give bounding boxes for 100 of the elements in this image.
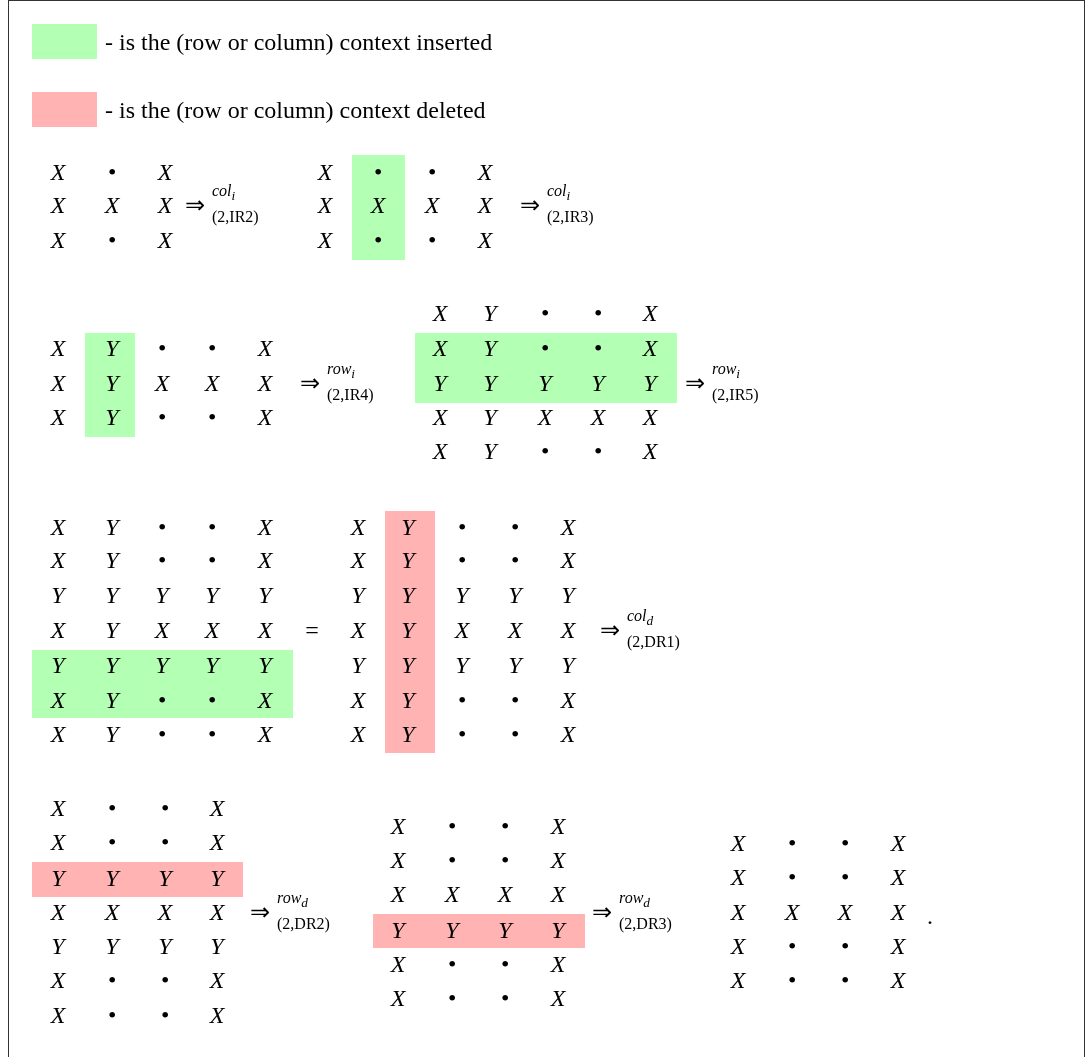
matrix-entry: •	[427, 160, 437, 184]
matrix-entry: •	[207, 515, 217, 539]
matrix-entry: X	[432, 336, 448, 360]
matrix-entry: Y	[433, 371, 447, 395]
matrix-entry: X	[390, 814, 406, 838]
matrix-entry: X	[424, 193, 440, 217]
matrix-entry: •	[107, 796, 117, 820]
matrix-entry: Y	[508, 583, 522, 607]
rule-subscript: (2,IR5)	[712, 387, 759, 403]
rule-subscript: (2,DR1)	[627, 634, 680, 650]
matrix-entry: •	[207, 336, 217, 360]
matrix-entry: •	[840, 968, 850, 992]
matrix-entry: •	[207, 405, 217, 429]
rule-superscript: col$_{i}$	[547, 183, 571, 203]
matrix-entry: Y	[155, 583, 169, 607]
matrix-entry: X	[444, 882, 460, 906]
matrix-entry: Y	[210, 866, 224, 890]
matrix-entry: •	[427, 228, 437, 252]
rule-superscript: row$_{d}$	[619, 890, 650, 910]
matrix-entry: X	[257, 336, 273, 360]
matrix-entry: Y	[105, 866, 119, 890]
matrix-entry: •	[373, 228, 383, 252]
matrix-entry: X	[784, 900, 800, 924]
matrix-entry: Y	[258, 583, 272, 607]
matrix-entry: •	[207, 548, 217, 572]
matrix-entry: X	[157, 900, 173, 924]
matrix-entry: •	[840, 831, 850, 855]
matrix-entry: Y	[508, 653, 522, 677]
matrix-entry: Y	[105, 548, 119, 572]
matrix-entry: •	[457, 515, 467, 539]
matrix-entry: X	[537, 405, 553, 429]
derivation-arrow: ⇒	[250, 900, 270, 924]
matrix-entry: Y	[591, 371, 605, 395]
matrix-entry: Y	[155, 653, 169, 677]
derivation-arrow: ⇒	[520, 193, 540, 217]
rule-superscript: col$_{d}$	[627, 608, 654, 628]
matrix-entry: X	[550, 952, 566, 976]
matrix-entry: X	[560, 548, 576, 572]
matrix-entry: •	[787, 831, 797, 855]
matrix-entry: X	[209, 796, 225, 820]
matrix-entry: X	[560, 618, 576, 642]
rule-superscript: row$_{d}$	[277, 890, 308, 910]
matrix-entry: Y	[105, 515, 119, 539]
matrix-entry: X	[890, 865, 906, 889]
matrix-entry: Y	[538, 371, 552, 395]
derivation-arrow: ⇒	[592, 900, 612, 924]
matrix-entry: X	[154, 618, 170, 642]
matrix-entry: •	[510, 548, 520, 572]
matrix-entry: •	[447, 952, 457, 976]
matrix-entry: •	[160, 830, 170, 854]
matrix-entry: X	[390, 952, 406, 976]
matrix-entry: X	[104, 193, 120, 217]
matrix-entry: X	[590, 405, 606, 429]
rule-subscript: (2,DR2)	[277, 916, 330, 932]
matrix-entry: X	[50, 228, 66, 252]
matrix-entry: X	[550, 814, 566, 838]
matrix-entry: Y	[401, 722, 415, 746]
matrix-entry: •	[107, 228, 117, 252]
matrix-entry: X	[550, 848, 566, 872]
matrix-entry: Y	[483, 371, 497, 395]
matrix-entry: X	[50, 830, 66, 854]
matrix-entry: •	[207, 688, 217, 712]
matrix-entry: Y	[445, 918, 459, 942]
matrix-entry: X	[317, 193, 333, 217]
matrix-entry: •	[160, 1003, 170, 1027]
matrix-entry: Y	[401, 618, 415, 642]
matrix-entry: •	[787, 934, 797, 958]
matrix-entry: X	[50, 336, 66, 360]
matrix-entry: X	[477, 193, 493, 217]
matrix-entry: •	[510, 722, 520, 746]
matrix-entry: X	[390, 882, 406, 906]
matrix-entry: X	[370, 193, 386, 217]
matrix-entry: X	[560, 688, 576, 712]
matrix-entry: X	[730, 900, 746, 924]
period-mark: .	[927, 904, 933, 928]
matrix-entry: X	[390, 848, 406, 872]
matrix-entry: X	[209, 1003, 225, 1027]
matrix-entry: X	[642, 439, 658, 463]
matrix-entry: Y	[455, 653, 469, 677]
matrix-entry: Y	[351, 583, 365, 607]
matrix-entry: •	[457, 688, 467, 712]
matrix-entry: •	[510, 688, 520, 712]
matrix-entry: X	[454, 618, 470, 642]
matrix-entry: X	[560, 722, 576, 746]
matrix-entry: X	[890, 934, 906, 958]
derivation-arrow: ⇒	[185, 193, 205, 217]
matrix-entry: X	[104, 900, 120, 924]
matrix-entry: X	[477, 228, 493, 252]
matrix-entry: X	[50, 1003, 66, 1027]
matrix-entry: X	[257, 688, 273, 712]
rule-subscript: (2,DR3)	[619, 916, 672, 932]
derivation-arrow: ⇒	[300, 371, 320, 395]
matrix-entry: X	[157, 193, 173, 217]
matrix-entry: •	[457, 548, 467, 572]
matrix-entry: Y	[498, 918, 512, 942]
matrix-entry: Y	[483, 405, 497, 429]
rule-subscript: (2,IR2)	[212, 209, 259, 225]
rule-subscript: (2,IR4)	[327, 387, 374, 403]
matrix-entry: X	[350, 722, 366, 746]
matrix-entry: X	[642, 405, 658, 429]
